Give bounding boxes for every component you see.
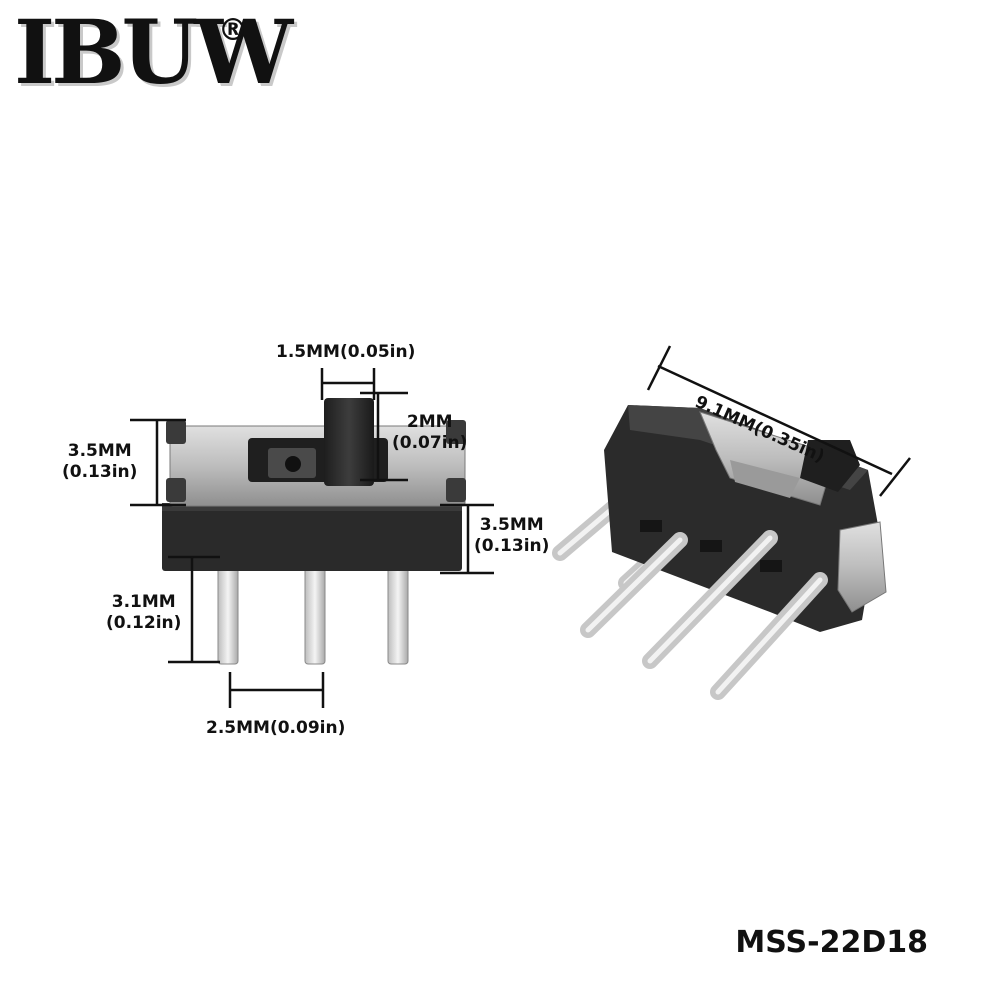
- label-lever-height-in: (0.07in): [392, 433, 468, 453]
- side-clip: [837, 521, 887, 613]
- switch-front-view: [162, 398, 466, 665]
- label-base-height-mm: 3.5MM: [479, 515, 544, 535]
- label-lever-width: 1.5MM(0.05in): [276, 342, 416, 362]
- label-body-height: 3.5MM (0.13in): [62, 441, 137, 483]
- registered-mark: ®: [218, 13, 248, 48]
- pin-left: [217, 559, 239, 665]
- label-base-height-in: (0.13in): [474, 536, 550, 556]
- dimension-lines-front: [130, 368, 494, 708]
- label-pin-length: 3.1MM (0.12in): [106, 592, 181, 634]
- label-pin-length-mm: 3.1MM: [111, 592, 176, 612]
- label-body-height-in: (0.13in): [62, 462, 138, 482]
- label-lever-height-mm: 2MM: [406, 412, 453, 432]
- label-base-height: 3.5MM (0.13in): [474, 515, 549, 557]
- label-pin-pitch: 2.5MM(0.09in): [206, 718, 346, 738]
- pin-middle: [304, 559, 326, 665]
- label-pin-length-in: (0.12in): [106, 613, 182, 633]
- pin-right: [387, 559, 409, 665]
- label-body-height-mm: 3.5MM: [67, 441, 132, 461]
- model-number: MSS-22D18: [735, 925, 928, 960]
- dimension-line-length: [646, 345, 911, 497]
- slide-lever: [324, 398, 374, 486]
- label-lever-height: 2MM (0.07in): [392, 412, 467, 454]
- switch-perspective-view: [552, 405, 887, 700]
- switch-base: [162, 503, 462, 571]
- brand-logo: IBUW: [14, 0, 293, 104]
